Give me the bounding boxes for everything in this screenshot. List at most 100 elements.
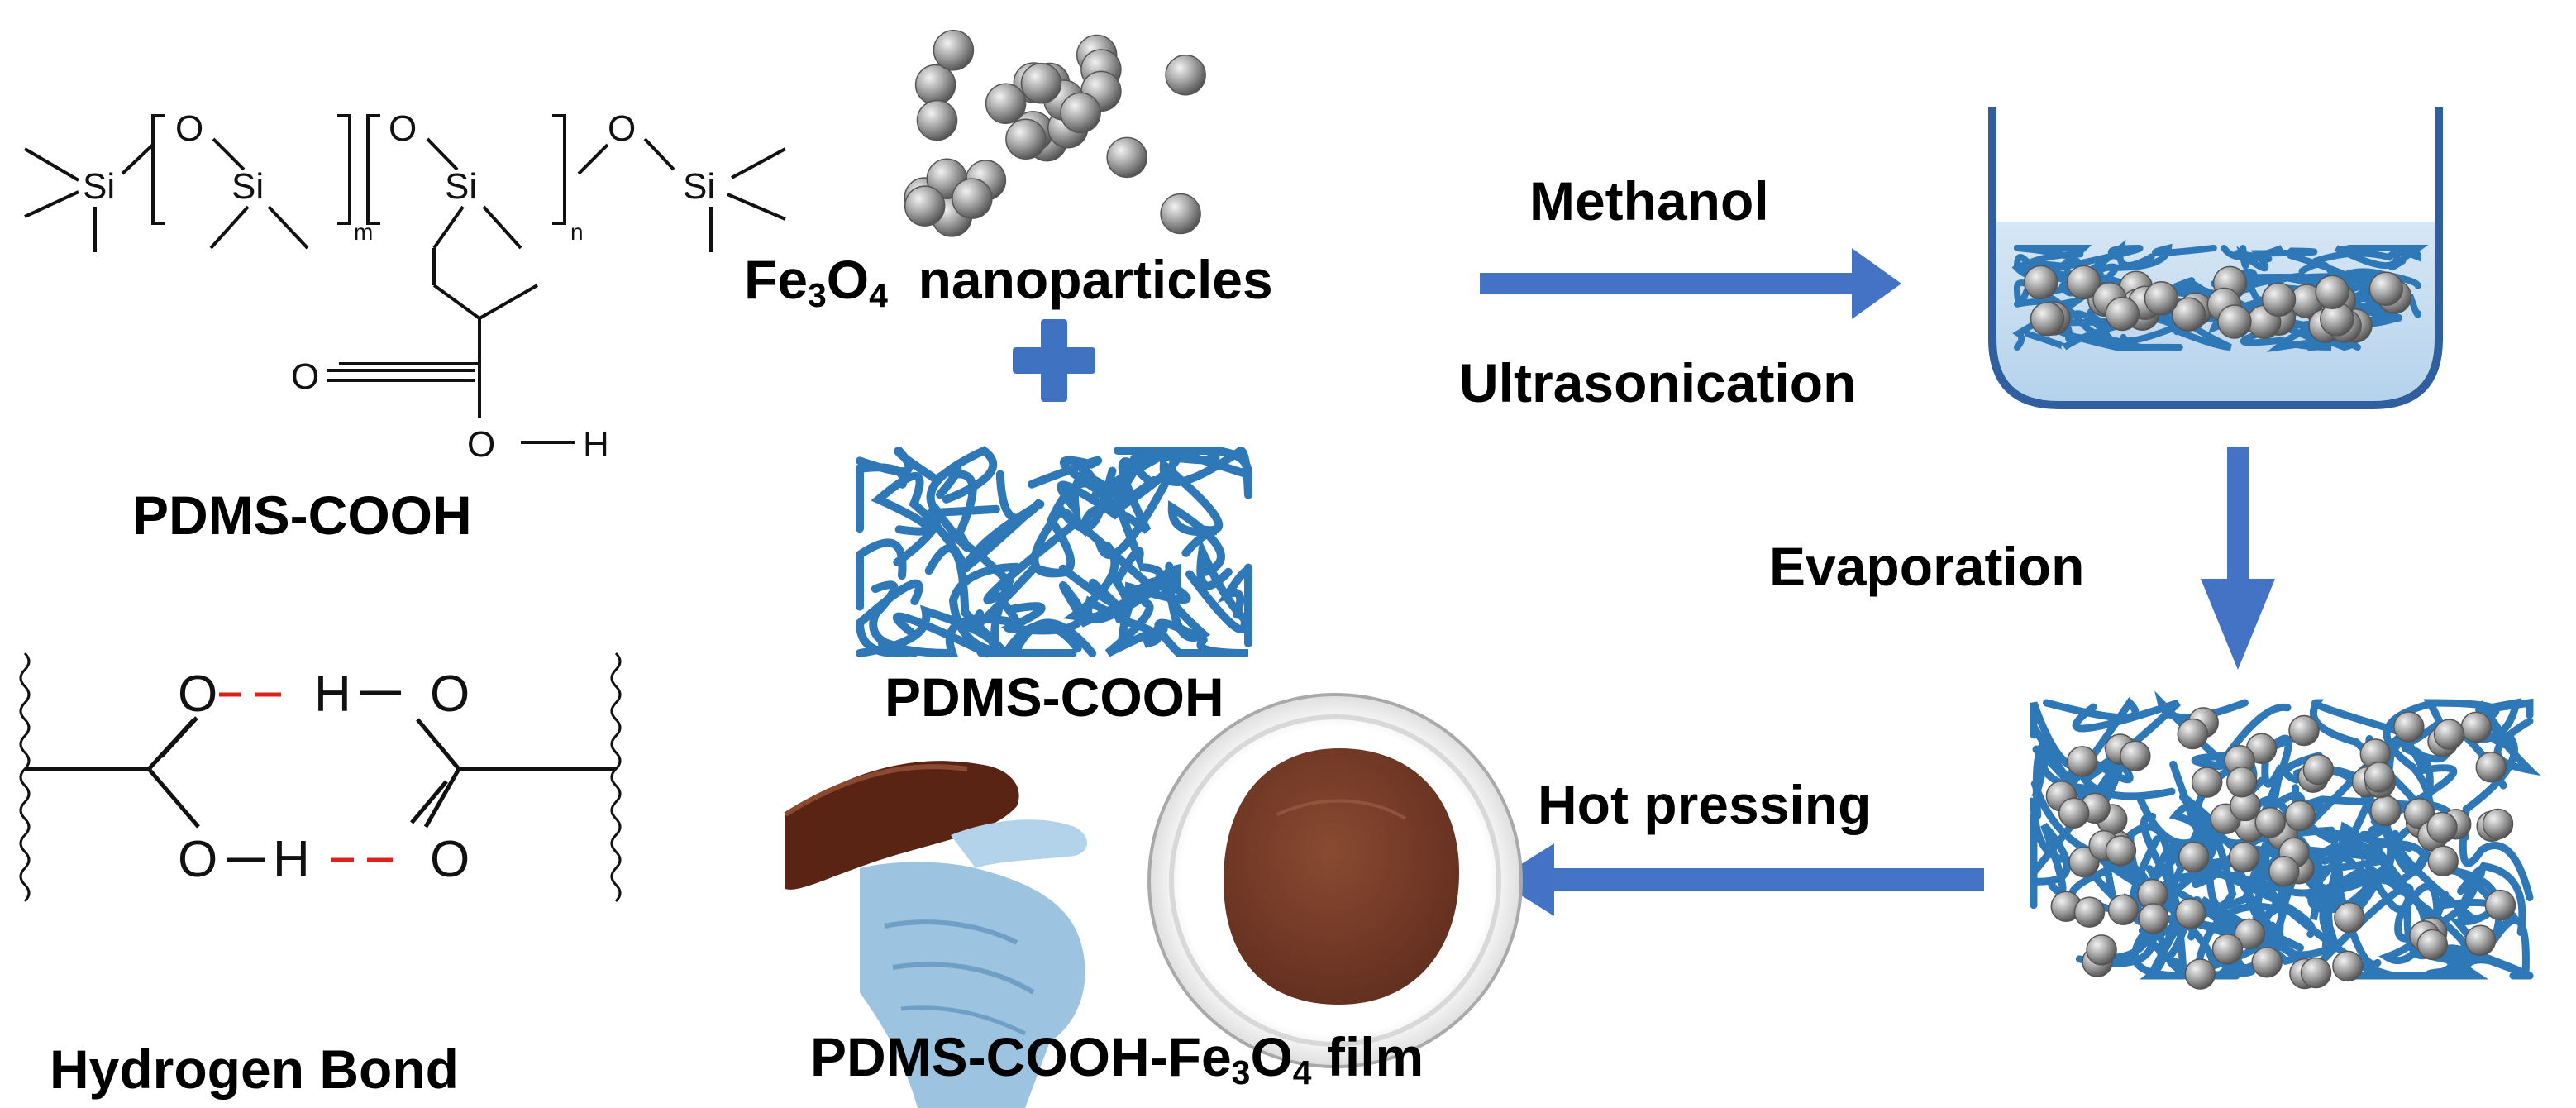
nanoparticle (2302, 753, 2335, 786)
polymer-strand (1185, 537, 1249, 634)
polymer-strand (1104, 599, 1168, 657)
polymer-strand (1167, 499, 1225, 576)
nanoparticle (2144, 281, 2179, 316)
film-o: O (1250, 1026, 1293, 1087)
nanoparticle (2030, 302, 2065, 337)
nanoparticle (2284, 800, 2316, 832)
hb-o-bottom-left: O (178, 831, 217, 888)
nanoparticle (2023, 265, 2058, 300)
nanoparticle (2234, 918, 2266, 950)
nanoparticle (2058, 797, 2090, 829)
arrow-evaporation (2201, 447, 2275, 670)
nanoparticle (1060, 92, 1101, 134)
film-sub-4: 4 (1292, 1053, 1312, 1092)
arrow-methanol (1480, 248, 1901, 319)
nanoparticle (2427, 845, 2459, 876)
label-hydrogen-bond: Hydrogen Bond (50, 1039, 459, 1100)
polymer-strand (1217, 563, 1253, 647)
polymer-strand (2322, 738, 2414, 852)
film-sub-3: 3 (1231, 1053, 1251, 1092)
fe3o4-nanoparticles-word: nanoparticles (918, 249, 1273, 310)
polymer-strand (1158, 561, 1211, 642)
atom-o-hydroxyl: O (467, 424, 495, 465)
nanoparticle (2171, 297, 2206, 332)
nanoparticle (2261, 282, 2297, 318)
nanoparticle (2177, 718, 2209, 750)
polymer-strand (2236, 245, 2318, 272)
nanoparticle (1106, 136, 1147, 179)
fe3o4-o: O (826, 249, 870, 310)
atom-o-3: O (608, 108, 636, 149)
polymer-network (855, 446, 1253, 658)
label-pdms-cooh-structure: PDMS-COOH (132, 485, 472, 546)
nanoparticle-cluster (904, 30, 1206, 237)
label-evaporation: Evaporation (1769, 536, 2085, 597)
polymer-strand (2210, 868, 2415, 980)
pdms-cooh-structure (23, 114, 786, 418)
pdms-cooh-structure-carbonyl (327, 369, 575, 444)
nanoparticle (2107, 894, 2140, 926)
nanoparticle (2300, 957, 2332, 989)
atom-si-2: Si (231, 166, 264, 207)
nanoparticle (2334, 901, 2365, 934)
beaker-nanoparticles (2023, 265, 2412, 343)
fe3o4-sub-4: 4 (869, 276, 888, 315)
nanoparticle (2217, 304, 2252, 339)
hydrogen-bond-atoms: O H O O H O (178, 666, 470, 888)
nanoparticle (2175, 897, 2206, 929)
nanoparticle (2120, 740, 2151, 772)
nanoparticle (985, 83, 1027, 125)
polymer-strand (2309, 699, 2421, 810)
film-word: film (1326, 1026, 1424, 1087)
polymer-strand (1095, 446, 1226, 560)
polymer-strand (855, 463, 908, 533)
nanoparticle (2184, 958, 2216, 990)
atom-o-1: O (175, 108, 203, 149)
polymer-strand (946, 532, 1077, 657)
nanoparticle (952, 178, 993, 219)
label-methanol: Methanol (1529, 170, 1769, 232)
polymer-strand (2014, 244, 2144, 271)
label-fe3o4-nanoparticles: Fe3O4 nanoparticles (744, 249, 1273, 313)
polymer-strand (855, 579, 923, 658)
polymer-strand (2312, 247, 2422, 265)
polymer-strand (871, 471, 971, 573)
atom-h-hydroxyl: H (583, 424, 609, 465)
atom-si-1: Si (83, 166, 115, 207)
nanoparticle (2228, 841, 2260, 873)
label-pdms-cooh-network: PDMS-COOH (885, 666, 1224, 728)
nanoparticle (2364, 762, 2395, 793)
nanoparticle (2370, 795, 2402, 827)
nanoparticle (2416, 929, 2449, 961)
fe3o4-fe: Fe (744, 249, 809, 310)
nanoparticle (914, 64, 956, 106)
nanoparticle (2268, 855, 2300, 887)
pdms-cooh-atom-labels: Si O Si m O Si n O Si O O H (83, 108, 715, 465)
hb-h-bottom: H (273, 831, 310, 888)
nanoparticle (2464, 924, 2497, 956)
atom-si-3: Si (445, 166, 477, 207)
nanoparticle (2254, 806, 2286, 838)
hb-o-top-left: O (178, 666, 217, 723)
polymer-strand (2098, 880, 2191, 980)
polymer-strand (2030, 723, 2095, 819)
polymer-strand (2240, 330, 2332, 351)
nanoparticle (2315, 275, 2349, 309)
polymer-strand (2306, 857, 2471, 977)
label-film: PDMS-COOH-Fe3O4 film (810, 1026, 1424, 1090)
atom-o-2: O (389, 108, 417, 149)
polymer-strand (2394, 865, 2486, 943)
polymer-strand (2391, 829, 2526, 937)
hb-o-top-right: O (430, 666, 470, 723)
nanoparticle (2368, 271, 2404, 307)
nanoparticle (2066, 746, 2098, 777)
nanoparticle (933, 30, 975, 71)
nanoparticle (2073, 896, 2106, 928)
nanoparticle (1160, 193, 1201, 235)
polymer-strand (2445, 866, 2534, 980)
nanoparticle (2251, 946, 2283, 978)
film-hand-photo (784, 761, 1087, 1108)
nanoparticle (2066, 265, 2101, 300)
composite-nanoparticles (2045, 707, 2516, 990)
